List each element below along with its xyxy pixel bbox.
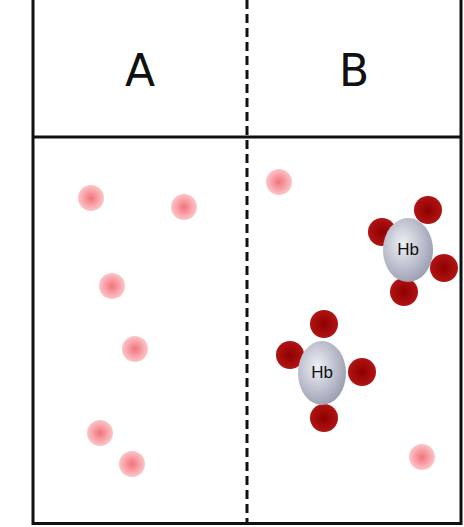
bound-oxygen-dot <box>390 278 418 306</box>
container-wall <box>460 0 463 525</box>
oxygen-dot <box>266 169 292 195</box>
compartment: BHbHb <box>247 5 461 525</box>
oxygen-dot <box>99 273 125 299</box>
compartment-label: B <box>339 47 369 95</box>
compartment: A <box>33 5 247 525</box>
hemoglobin-molecule: Hb <box>382 217 434 283</box>
oxygen-dot <box>78 185 104 211</box>
hemoglobin-molecule: Hb <box>297 340 347 406</box>
bound-oxygen-dot <box>310 404 338 432</box>
bound-oxygen-group <box>276 196 458 432</box>
oxygen-dot <box>409 444 435 470</box>
membrane-line <box>246 0 249 525</box>
hemoglobin-body <box>298 341 346 405</box>
bound-oxygen-dot <box>310 310 338 338</box>
free-oxygen-group <box>78 169 435 477</box>
bound-oxygen-dot <box>414 196 442 224</box>
molecule-label: Hb <box>397 240 419 260</box>
compartment-header: A <box>33 5 247 137</box>
molecule-label: Hb <box>311 363 333 383</box>
bound-oxygen-dot <box>348 358 376 386</box>
compartment-header: B <box>247 5 461 137</box>
oxygen-dot <box>171 194 197 220</box>
oxygen-dot <box>122 336 148 362</box>
header-rule <box>33 136 461 139</box>
oxygen-dot <box>119 451 145 477</box>
oxygen-dot <box>87 420 113 446</box>
container-wall <box>32 0 35 525</box>
bound-oxygen-dot <box>430 254 458 282</box>
hemoglobin-body <box>383 218 433 282</box>
compartment-label: A <box>125 47 155 95</box>
